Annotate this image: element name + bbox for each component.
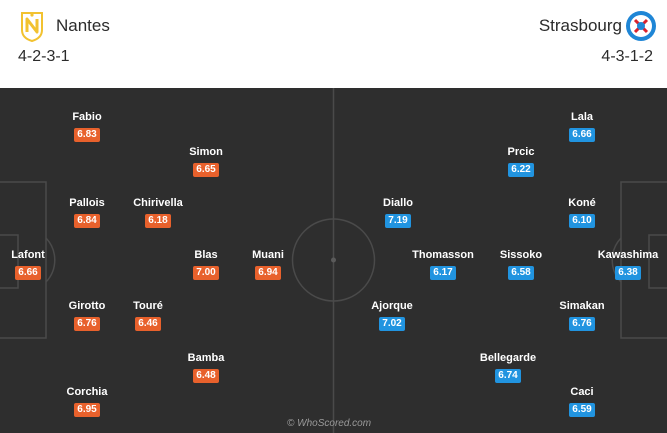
player-name: Muani	[252, 249, 284, 261]
player-rating-badge: 7.19	[385, 214, 411, 228]
player-card[interactable]: Thomasson 6.17	[408, 249, 478, 280]
player-card[interactable]: Simon 6.65	[180, 146, 232, 177]
nantes-crest-icon	[21, 12, 43, 42]
away-formation: 4-3-1-2	[601, 48, 653, 65]
player-name: Fabio	[72, 111, 102, 123]
player-rating-badge: 6.76	[569, 317, 595, 331]
player-card[interactable]: Prcic 6.22	[495, 146, 547, 177]
player-rating-badge: 6.76	[74, 317, 100, 331]
player-rating-badge: 6.10	[569, 214, 595, 228]
player-name: Diallo	[383, 197, 413, 209]
player-card[interactable]: Sissoko 6.58	[491, 249, 551, 280]
player-rating-badge: 6.65	[193, 163, 219, 177]
player-rating-badge: 6.94	[255, 266, 281, 280]
player-card[interactable]: Chirivella 6.18	[126, 197, 190, 228]
player-card[interactable]: Kawashima 6.38	[592, 249, 664, 280]
home-formation: 4-2-3-1	[18, 48, 70, 65]
player-name: Caci	[570, 386, 594, 398]
player-card[interactable]: Koné 6.10	[556, 197, 608, 228]
player-rating-badge: 6.18	[145, 214, 171, 228]
player-card[interactable]: Pallois 6.84	[61, 197, 113, 228]
player-name: Ajorque	[371, 300, 413, 312]
player-name: Lafont	[11, 249, 45, 261]
player-name: Simon	[189, 146, 223, 158]
player-name: Girotto	[68, 300, 106, 312]
player-card[interactable]: Lala 6.66	[556, 111, 608, 142]
player-name: Lala	[570, 111, 593, 123]
player-card[interactable]: Muani 6.94	[242, 249, 294, 280]
player-name: Touré	[133, 300, 163, 312]
player-name: Blas	[194, 249, 218, 261]
player-rating-badge: 6.48	[193, 369, 219, 383]
pitch	[0, 88, 667, 433]
player-rating-badge: 6.17	[430, 266, 456, 280]
player-name: Prcic	[507, 146, 535, 158]
player-name: Simakan	[559, 300, 605, 312]
player-card[interactable]: Lafont 6.66	[2, 249, 54, 280]
player-card[interactable]: Diallo 7.19	[372, 197, 424, 228]
player-rating-badge: 6.46	[135, 317, 161, 331]
player-rating-badge: 6.84	[74, 214, 100, 228]
player-name: Koné	[568, 197, 596, 209]
player-card[interactable]: Caci 6.59	[556, 386, 608, 417]
player-card[interactable]: Corchia 6.95	[61, 386, 113, 417]
player-rating-badge: 6.66	[569, 128, 595, 142]
player-rating-badge: 6.74	[495, 369, 521, 383]
player-card[interactable]: Blas 7.00	[180, 249, 232, 280]
player-card[interactable]: Simakan 6.76	[548, 300, 616, 331]
player-rating-badge: 7.02	[379, 317, 405, 331]
player-name: Pallois	[69, 197, 105, 209]
player-rating-badge: 6.95	[74, 403, 100, 417]
player-rating-badge: 6.22	[508, 163, 534, 177]
pitch-markings	[0, 88, 667, 433]
player-card[interactable]: Fabio 6.83	[61, 111, 113, 142]
player-name: Sissoko	[499, 249, 543, 261]
strasbourg-crest-icon	[626, 11, 656, 41]
player-card[interactable]: Bamba 6.48	[180, 352, 232, 383]
player-rating-badge: 6.58	[508, 266, 534, 280]
home-team-name[interactable]: Nantes	[56, 16, 110, 35]
lineup-header: Nantes 4-2-3-1 Strasbourg 4-3-1-2	[0, 0, 667, 88]
away-team-name[interactable]: Strasbourg	[538, 16, 622, 35]
player-name: Bamba	[187, 352, 225, 364]
player-name: Corchia	[66, 386, 108, 398]
player-card[interactable]: Girotto 6.76	[61, 300, 113, 331]
player-rating-badge: 6.66	[15, 266, 41, 280]
player-rating-badge: 6.38	[615, 266, 641, 280]
player-name: Bellegarde	[479, 352, 537, 364]
player-name: Kawashima	[597, 249, 659, 261]
whoscored-watermark: © WhoScored.com	[287, 418, 372, 429]
player-rating-badge: 7.00	[193, 266, 219, 280]
player-rating-badge: 6.83	[74, 128, 100, 142]
player-card[interactable]: Ajorque 7.02	[366, 300, 418, 331]
player-card[interactable]: Bellegarde 6.74	[474, 352, 542, 383]
player-card[interactable]: Touré 6.46	[122, 300, 174, 331]
player-name: Thomasson	[412, 249, 474, 261]
player-rating-badge: 6.59	[569, 403, 595, 417]
player-name: Chirivella	[133, 197, 183, 209]
